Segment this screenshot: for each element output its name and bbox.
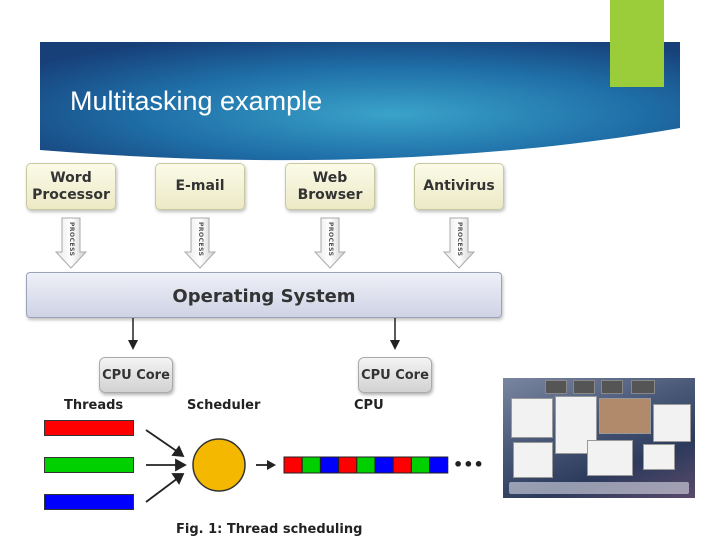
thread-bar-blue — [44, 494, 134, 510]
operating-system-box: Operating System — [26, 272, 502, 318]
process-label-line1: Word — [50, 169, 92, 186]
arrow-to-cpu-core — [128, 318, 138, 350]
cpu-slot — [338, 456, 358, 474]
scheduler-label: Scheduler — [187, 398, 261, 413]
cpu-core-box: CPU Core — [99, 357, 173, 393]
space-thumbnail — [545, 380, 567, 394]
window-thumbnail — [587, 440, 633, 476]
scheduler-circle — [192, 438, 246, 492]
title-banner — [40, 42, 680, 162]
cpu-label: CPU — [354, 398, 384, 413]
accent-bar — [610, 0, 664, 87]
process-label-line1: Web — [312, 169, 348, 186]
cpu-slot — [283, 456, 303, 474]
queue-ellipsis: ••• — [453, 455, 484, 474]
space-thumbnail — [573, 380, 595, 394]
window-thumbnail — [643, 444, 675, 470]
space-thumbnail — [601, 380, 623, 394]
process-arrow — [54, 217, 88, 269]
thread-arrows — [145, 429, 187, 503]
process-label-line1: E-mail — [175, 178, 225, 194]
thread-bar-red — [44, 420, 134, 436]
arrow-to-cpu-core — [390, 318, 400, 350]
process-arrow — [183, 217, 217, 269]
process-box-email: E-mail — [155, 163, 245, 210]
cpu-slot — [374, 456, 394, 474]
threads-label: Threads — [64, 398, 124, 413]
cpu-slot — [301, 456, 321, 474]
window-thumbnail — [653, 404, 691, 442]
process-box-antivirus: Antivirus — [414, 163, 504, 210]
process-label-line1: Antivirus — [423, 178, 495, 194]
cpu-slot — [392, 456, 412, 474]
banner-background — [40, 42, 680, 162]
cpu-slot — [319, 456, 340, 474]
scheduler-to-cpu-arrow — [256, 460, 276, 470]
process-label-line2: Processor — [32, 186, 110, 203]
window-thumbnail — [599, 398, 651, 434]
thread-bar-green — [44, 457, 134, 473]
window-thumbnail — [513, 442, 553, 478]
cpu-slot — [356, 456, 376, 474]
cpu-slot-queue — [283, 456, 449, 474]
cpu-slot — [410, 456, 431, 474]
window-thumbnail — [511, 398, 553, 438]
cpu-slot — [429, 456, 449, 474]
space-thumbnail — [631, 380, 655, 394]
figure-caption: Fig. 1: Thread scheduling — [176, 522, 363, 537]
process-arrow — [313, 217, 347, 269]
slide-title: Multitasking example — [70, 86, 323, 116]
os-label: Operating System — [172, 286, 356, 307]
dock — [509, 482, 689, 494]
process-arrow — [442, 217, 476, 269]
process-label-line2: Browser — [297, 186, 363, 203]
desktop-screenshot — [503, 378, 695, 498]
cpu-core-box: CPU Core — [358, 357, 432, 393]
